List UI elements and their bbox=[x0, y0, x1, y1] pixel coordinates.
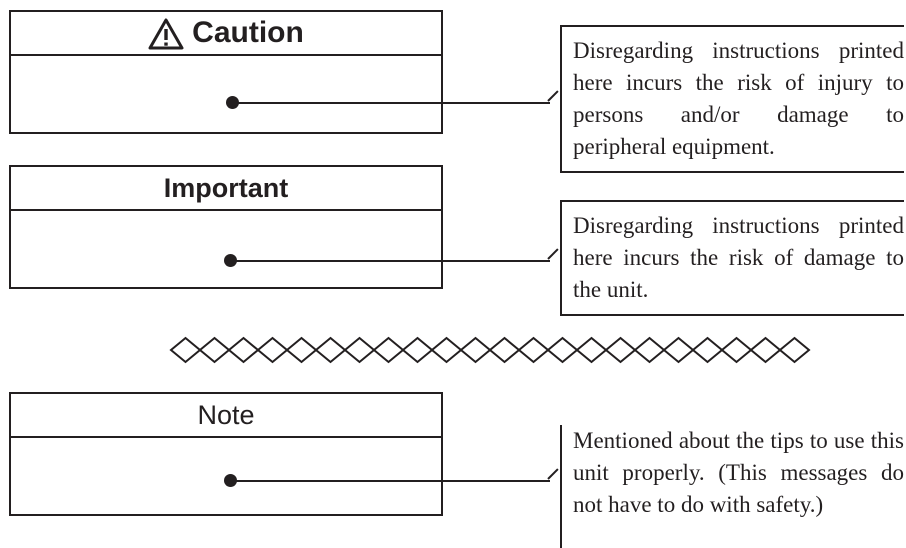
separator-diamond bbox=[343, 336, 376, 364]
separator-diamond bbox=[169, 336, 202, 364]
diamond-separator bbox=[169, 334, 819, 371]
separator-diamond bbox=[314, 336, 347, 364]
separator-diamond bbox=[633, 336, 666, 364]
separator-diamond bbox=[720, 336, 753, 364]
separator-diamond bbox=[488, 336, 521, 364]
separator-diamond bbox=[459, 336, 492, 364]
separator-diamond bbox=[691, 336, 724, 364]
separator-diamond bbox=[285, 336, 318, 364]
caution-description: Disregarding instructions printed here i… bbox=[560, 25, 904, 173]
note-description: Mentioned about the tips to use this uni… bbox=[560, 425, 904, 548]
caution-box: Caution bbox=[9, 10, 443, 134]
warning-triangle-icon bbox=[148, 18, 184, 50]
note-box: Note bbox=[9, 392, 443, 516]
separator-diamond bbox=[256, 336, 289, 364]
caution-heading: Caution bbox=[192, 16, 304, 49]
note-leader-line bbox=[230, 480, 550, 482]
separator-diamond bbox=[517, 336, 550, 364]
important-leader-line bbox=[230, 260, 550, 262]
caution-leader-line bbox=[232, 102, 550, 104]
separator-diamond bbox=[575, 336, 608, 364]
separator-diamond bbox=[749, 336, 782, 364]
separator-diamond bbox=[662, 336, 695, 364]
note-heading: Note bbox=[197, 399, 255, 430]
important-box: Important bbox=[9, 165, 443, 289]
separator-diamond bbox=[604, 336, 637, 364]
note-connector-line bbox=[547, 468, 559, 480]
caution-header: Caution bbox=[11, 12, 441, 56]
separator-diamond bbox=[227, 336, 260, 364]
separator-diamond bbox=[778, 336, 811, 364]
diamond-row-graphic bbox=[169, 336, 811, 364]
important-header: Important bbox=[11, 167, 441, 211]
note-header: Note bbox=[11, 394, 441, 438]
important-connector-line bbox=[547, 248, 559, 260]
separator-diamond bbox=[546, 336, 579, 364]
caution-connector-line bbox=[547, 90, 559, 102]
separator-diamond bbox=[401, 336, 434, 364]
separator-diamond bbox=[372, 336, 405, 364]
important-heading: Important bbox=[163, 172, 289, 203]
separator-diamond bbox=[198, 336, 231, 364]
important-description: Disregarding instructions printed here i… bbox=[560, 200, 904, 316]
separator-diamond bbox=[430, 336, 463, 364]
